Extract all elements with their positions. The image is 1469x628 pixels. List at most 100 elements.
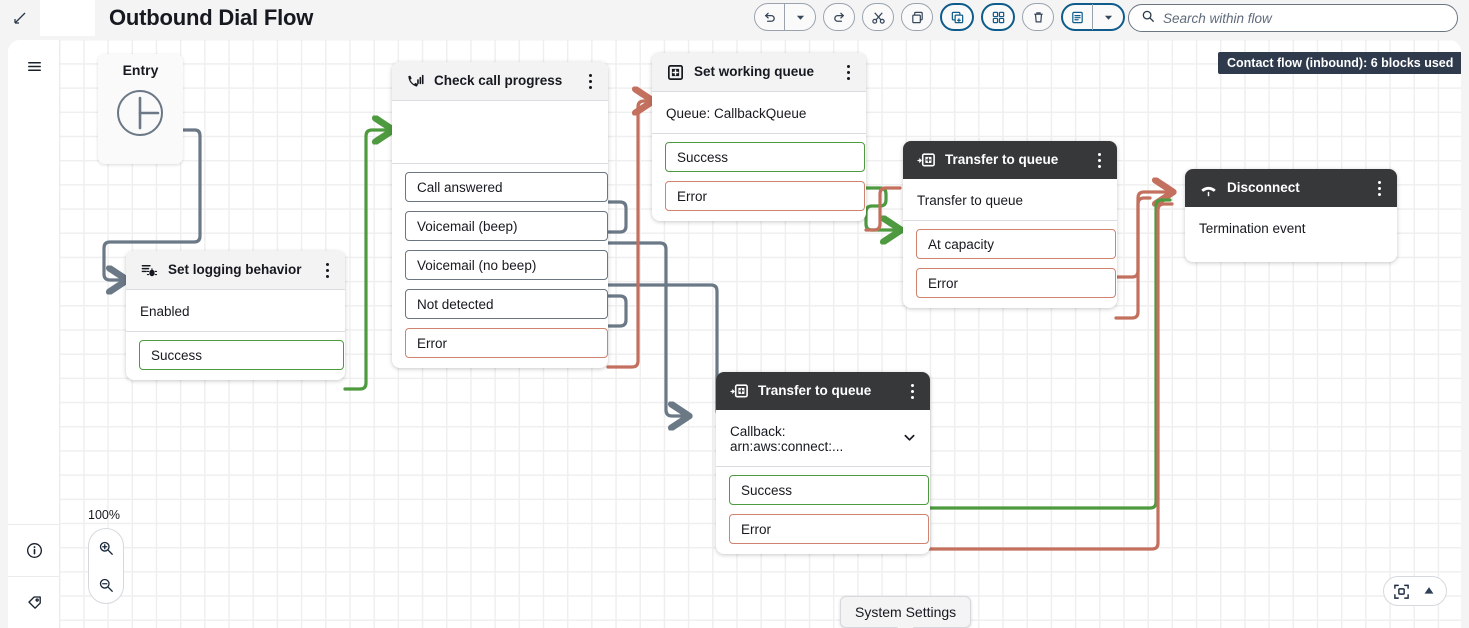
node-set-working-queue[interactable]: Set working queue Queue: CallbackQueue S… bbox=[652, 53, 866, 221]
node-title: Set working queue bbox=[694, 64, 815, 80]
arrange-blocks-group bbox=[981, 3, 1015, 31]
triangle-up-icon[interactable] bbox=[1421, 583, 1437, 599]
notes-group bbox=[1061, 3, 1125, 31]
chevron-down-icon[interactable] bbox=[903, 431, 916, 447]
call-progress-icon bbox=[405, 71, 425, 91]
fit-screen-icon[interactable] bbox=[1393, 583, 1410, 600]
port-not-detected[interactable]: Not detected bbox=[405, 289, 608, 319]
undo-dropdown-button[interactable] bbox=[785, 4, 815, 30]
node-menu-button[interactable] bbox=[582, 72, 598, 91]
copy-group bbox=[901, 3, 933, 31]
port-at-capacity[interactable]: At capacity bbox=[916, 229, 1116, 259]
node-title: Check call progress bbox=[434, 73, 563, 89]
node-set-logging-behavior[interactable]: Set logging behavior Enabled Success bbox=[126, 251, 345, 380]
node-body: Transfer to queue bbox=[917, 193, 1024, 208]
zoom-in-icon[interactable] bbox=[91, 533, 121, 563]
left-rail bbox=[8, 40, 60, 628]
entry-node[interactable]: Entry bbox=[98, 54, 183, 164]
node-ports: At capacity Error bbox=[903, 221, 1117, 308]
add-to-library-group bbox=[940, 3, 974, 31]
port-voicemail-beep[interactable]: Voicemail (beep) bbox=[405, 211, 608, 241]
trash-icon[interactable] bbox=[1023, 4, 1053, 30]
divider bbox=[652, 133, 866, 134]
app-header: Outbound Dial Flow bbox=[0, 0, 1469, 36]
disconnect-phone-icon bbox=[1198, 178, 1218, 198]
page-title: Outbound Dial Flow bbox=[109, 5, 314, 30]
node-header[interactable]: Transfer to queue bbox=[716, 372, 930, 410]
divider bbox=[392, 163, 608, 164]
canvas-corner-controls bbox=[1383, 576, 1447, 606]
document-icon[interactable] bbox=[1063, 4, 1093, 30]
port-error[interactable]: Error bbox=[916, 268, 1116, 298]
hamburger-icon[interactable] bbox=[8, 40, 60, 92]
undo-group bbox=[754, 3, 816, 31]
node-ports: Success bbox=[126, 332, 345, 380]
node-title: Transfer to queue bbox=[758, 383, 872, 399]
zoom-level-label: 100% bbox=[88, 508, 120, 522]
node-title: Disconnect bbox=[1227, 180, 1300, 196]
node-menu-button[interactable] bbox=[319, 261, 335, 280]
pencil-icon[interactable] bbox=[0, 0, 40, 36]
divider bbox=[716, 466, 930, 467]
node-menu-button[interactable] bbox=[840, 63, 856, 82]
node-body bbox=[392, 101, 608, 163]
port-call-answered[interactable]: Call answered bbox=[405, 172, 608, 202]
tab-spacer bbox=[40, 0, 95, 36]
node-check-call-progress[interactable]: Check call progress Call answered Voicem… bbox=[392, 62, 608, 368]
node-disconnect[interactable]: Disconnect Termination event bbox=[1185, 169, 1397, 262]
port-success[interactable]: Success bbox=[729, 475, 929, 505]
zoom-controls bbox=[88, 528, 124, 604]
node-menu-button[interactable] bbox=[904, 382, 920, 401]
node-menu-button[interactable] bbox=[1091, 151, 1107, 170]
redo-button[interactable] bbox=[824, 4, 854, 30]
editor-toolbar bbox=[754, 3, 1125, 31]
flow-editor-shell: Contact flow (inbound): 6 blocks used En… bbox=[8, 40, 1461, 628]
node-body[interactable]: Callback: arn:aws:connect:... bbox=[716, 410, 930, 466]
undo-button[interactable] bbox=[755, 4, 785, 30]
node-header[interactable]: Disconnect bbox=[1185, 169, 1397, 207]
search-icon bbox=[1141, 9, 1155, 28]
node-transfer-to-queue-callback[interactable]: Transfer to queue Callback: arn:aws:conn… bbox=[716, 372, 930, 554]
node-ports: Call answered Voicemail (beep) Voicemail… bbox=[392, 164, 608, 368]
redo-group bbox=[823, 3, 855, 31]
entry-label: Entry bbox=[122, 62, 159, 78]
node-header[interactable]: Transfer to queue bbox=[903, 141, 1117, 179]
transfer-queue-icon bbox=[729, 381, 749, 401]
port-success[interactable]: Success bbox=[139, 340, 344, 370]
delete-group bbox=[1022, 3, 1054, 31]
node-menu-button[interactable] bbox=[1371, 179, 1387, 198]
scissors-icon[interactable] bbox=[863, 4, 893, 30]
cut-group bbox=[862, 3, 894, 31]
node-header[interactable]: Set working queue bbox=[652, 53, 866, 92]
notes-dropdown-button[interactable] bbox=[1093, 4, 1123, 30]
search-input[interactable] bbox=[1163, 10, 1445, 26]
node-title: Set logging behavior bbox=[168, 262, 302, 278]
node-body: Queue: CallbackQueue bbox=[666, 106, 807, 121]
grid-squares-icon[interactable] bbox=[983, 4, 1013, 30]
port-error[interactable]: Error bbox=[665, 181, 865, 211]
port-error[interactable]: Error bbox=[729, 514, 929, 544]
node-body: Termination event bbox=[1199, 221, 1306, 236]
callback-value: Callback: arn:aws:connect:... bbox=[730, 424, 844, 454]
entry-circle-icon bbox=[117, 90, 163, 136]
port-error[interactable]: Error bbox=[405, 328, 608, 358]
set-queue-icon bbox=[665, 62, 685, 82]
port-success[interactable]: Success bbox=[665, 142, 865, 172]
node-header[interactable]: Set logging behavior bbox=[126, 251, 345, 290]
node-transfer-to-queue-top[interactable]: Transfer to queue Transfer to queue At c… bbox=[903, 141, 1117, 308]
add-block-icon[interactable] bbox=[942, 4, 972, 30]
search-box[interactable] bbox=[1128, 4, 1458, 32]
tag-icon[interactable] bbox=[8, 576, 60, 628]
info-circle-icon[interactable] bbox=[8, 524, 60, 576]
divider bbox=[903, 220, 1117, 221]
node-header[interactable]: Check call progress bbox=[392, 62, 608, 101]
copy-icon[interactable] bbox=[902, 4, 932, 30]
zoom-out-icon[interactable] bbox=[91, 570, 121, 600]
flow-canvas[interactable]: Contact flow (inbound): 6 blocks used En… bbox=[60, 40, 1461, 628]
divider bbox=[126, 331, 345, 332]
blocks-used-badge: Contact flow (inbound): 6 blocks used bbox=[1218, 52, 1461, 74]
connector-layer bbox=[102, 40, 1461, 551]
port-voicemail-no-beep[interactable]: Voicemail (no beep) bbox=[405, 250, 608, 280]
transfer-queue-icon bbox=[916, 150, 936, 170]
node-ports: Success Error bbox=[716, 467, 930, 554]
